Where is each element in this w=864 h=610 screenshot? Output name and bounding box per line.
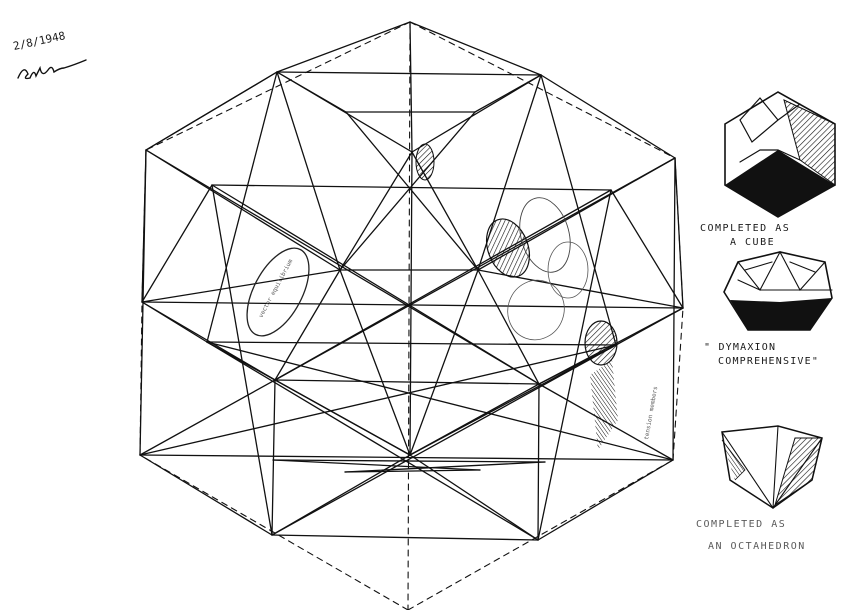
edge-line bbox=[409, 344, 617, 456]
edge-line bbox=[537, 459, 674, 541]
edge-line bbox=[672, 157, 676, 461]
octahedron-left-shade bbox=[721, 439, 746, 481]
edge-line bbox=[276, 71, 347, 113]
edge-line bbox=[409, 151, 413, 456]
hidden-edge bbox=[407, 21, 411, 610]
hidden-edge bbox=[145, 21, 411, 151]
hidden-edge bbox=[409, 21, 676, 159]
outline-ellipse-b bbox=[547, 241, 589, 299]
edge-line bbox=[139, 344, 617, 456]
edge-line bbox=[276, 71, 341, 271]
shaded-wedge bbox=[590, 360, 618, 450]
dymaxion-facets bbox=[737, 250, 833, 292]
figure-dymaxion: " DYMAXION COMPREHENSIVE" bbox=[704, 250, 833, 367]
edge-line bbox=[206, 341, 411, 456]
edge-line bbox=[409, 21, 413, 153]
hidden-edge bbox=[139, 454, 409, 610]
edge-line bbox=[537, 189, 612, 541]
edge-line bbox=[272, 459, 481, 471]
shaded-patches bbox=[246, 143, 618, 450]
edge-line bbox=[409, 269, 479, 456]
edge-line bbox=[271, 379, 276, 536]
edge-line bbox=[339, 111, 476, 271]
edge-line bbox=[674, 157, 684, 309]
edge-line bbox=[610, 189, 684, 309]
cube-shaded-face bbox=[725, 150, 835, 217]
edge-line bbox=[206, 341, 617, 346]
edge-line bbox=[206, 71, 278, 343]
edge-line bbox=[540, 74, 676, 159]
edge-line bbox=[474, 74, 542, 113]
edge-line bbox=[139, 379, 276, 456]
edge-line bbox=[274, 269, 341, 381]
signature-scribble bbox=[17, 59, 87, 80]
edge-line bbox=[206, 341, 539, 541]
shaded-patch-top bbox=[415, 143, 435, 181]
octahedron-caption: COMPLETED AS AN OCTAHEDRON bbox=[696, 519, 806, 552]
edge-line bbox=[276, 71, 542, 76]
edge-line bbox=[409, 454, 539, 541]
cube-hatched-face bbox=[783, 99, 836, 186]
edge-line bbox=[139, 454, 273, 536]
shaded-patch-lower bbox=[584, 320, 618, 366]
edge-line bbox=[411, 74, 542, 153]
edge-line bbox=[477, 269, 540, 385]
annotated-ellipse-left bbox=[246, 247, 310, 337]
edge-line bbox=[206, 341, 674, 461]
edge-line bbox=[145, 149, 540, 385]
edge-line bbox=[271, 534, 539, 541]
edge-line bbox=[276, 21, 411, 73]
right-note: tension members bbox=[643, 385, 659, 440]
shaded-patch-right bbox=[485, 218, 531, 278]
edge-line bbox=[141, 184, 213, 303]
edge-line bbox=[339, 269, 411, 456]
edge-line bbox=[344, 469, 481, 473]
signature-date: 2/8/1948 bbox=[12, 29, 67, 53]
edge-line bbox=[339, 151, 413, 271]
edge-line bbox=[540, 74, 617, 346]
left-note: vector equilibrium bbox=[258, 258, 295, 319]
edge-line bbox=[211, 184, 273, 536]
edge-line bbox=[272, 459, 546, 463]
edge-line bbox=[344, 461, 546, 473]
hidden-edge bbox=[672, 307, 684, 461]
octahedron-edges bbox=[721, 425, 823, 509]
edge-line bbox=[274, 379, 540, 385]
hidden-edge bbox=[407, 459, 674, 610]
edge-line bbox=[141, 269, 341, 303]
signature: 2/8/1948 bbox=[12, 29, 87, 80]
dymaxion-shaded bbox=[730, 298, 832, 330]
figure-cube: COMPLETED AS A CUBE bbox=[700, 91, 836, 248]
edge-line bbox=[271, 344, 617, 536]
edge-line bbox=[145, 71, 278, 151]
dymaxion-caption: " DYMAXION COMPREHENSIVE" bbox=[704, 342, 819, 367]
edge-line bbox=[139, 454, 674, 461]
outline-ellipse-c bbox=[507, 279, 565, 341]
cube-facets bbox=[739, 97, 801, 163]
cube-caption: COMPLETED AS A CUBE bbox=[700, 223, 798, 248]
polyhedron-drawing bbox=[139, 21, 684, 610]
edge-line bbox=[409, 21, 542, 76]
edge-line bbox=[274, 157, 676, 381]
outline-ellipse-a bbox=[519, 197, 571, 273]
figure-octahedron: COMPLETED AS AN OCTAHEDRON bbox=[696, 425, 823, 552]
